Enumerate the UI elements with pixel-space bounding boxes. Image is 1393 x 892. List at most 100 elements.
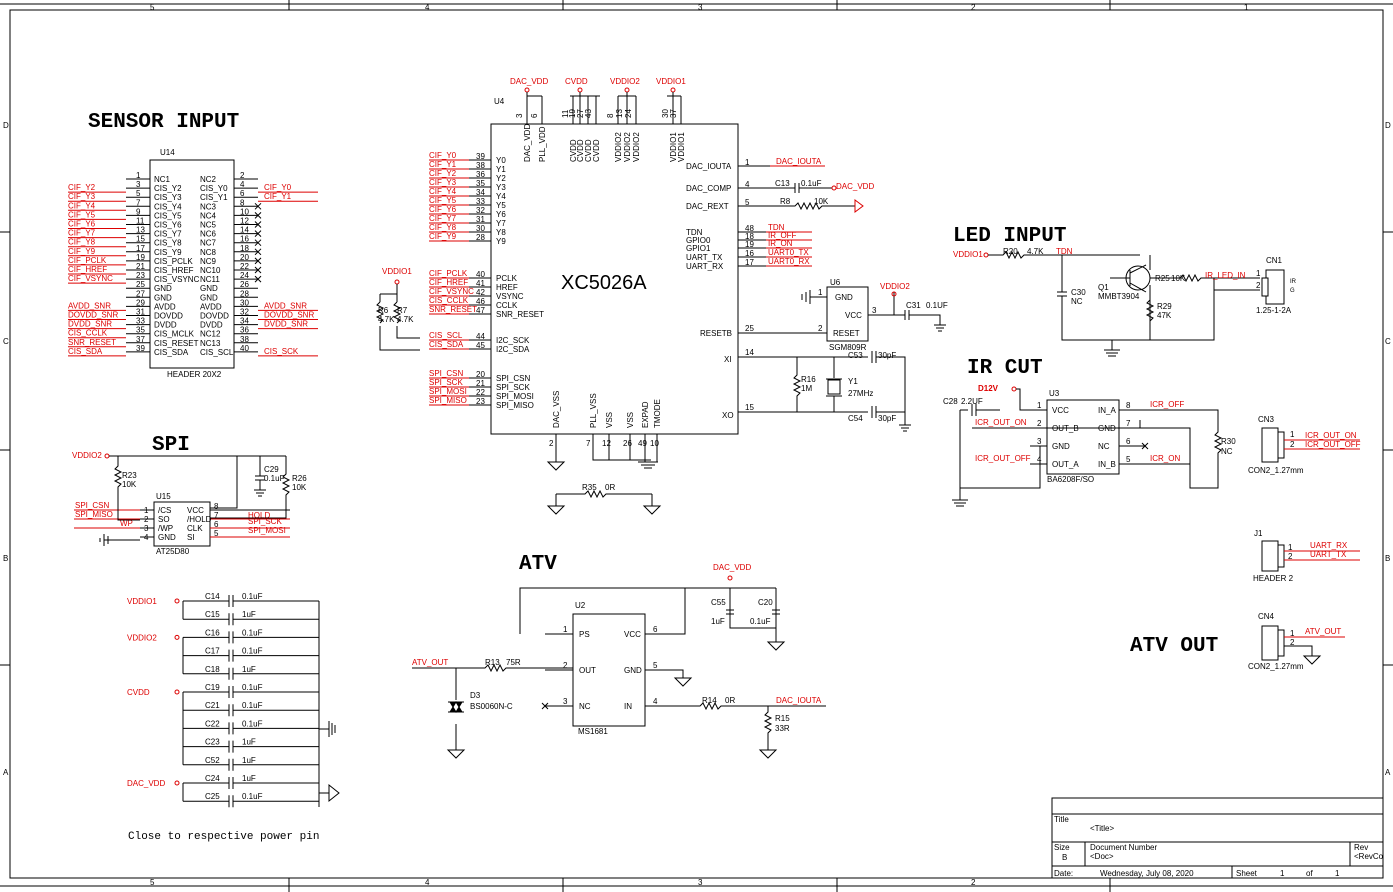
cap-ref: C19 xyxy=(205,683,220,692)
c13-val: 0.1uF xyxy=(801,179,822,188)
r13-ref: R13 xyxy=(485,658,500,667)
u14-left-net-label: CIF_HREF xyxy=(68,265,107,274)
net-dac-iouta: DAC_IOUTA xyxy=(776,157,822,166)
u4-left-pin-name: Y2 xyxy=(496,174,506,183)
u2-right-pin-num: 4 xyxy=(653,697,658,706)
u14-left-pin-num: 29 xyxy=(136,298,145,307)
u15-right-pin-num: 8 xyxy=(214,502,219,511)
u14-nc-mark xyxy=(254,221,262,228)
u4-name: XC5026A xyxy=(561,272,647,294)
tb-title-label: Title xyxy=(1054,815,1069,824)
u14-left-pin-name: CIS_Y6 xyxy=(154,221,182,230)
u4-left-pin-name: VSYNC xyxy=(496,292,524,301)
u4-left-net-label: CIF_VSYNC xyxy=(429,287,474,296)
r23-ref: R23 xyxy=(122,471,137,480)
title-atv: ATV xyxy=(519,553,557,576)
u4-xi-pin: 14 xyxy=(745,348,754,357)
u4-resetb-pin: 25 xyxy=(745,324,754,333)
u4-left-net-label: CIS_SCL xyxy=(429,331,463,340)
r20-val: 4.7K xyxy=(1027,247,1044,256)
u14-left-pin-name: AVDD xyxy=(154,302,176,311)
cap-value: 1uF xyxy=(242,665,256,674)
u14-left-pin-num: 3 xyxy=(136,180,141,189)
u15-left-net-label: SPI_MISO xyxy=(75,510,113,519)
u2-left-pin-num: 3 xyxy=(563,697,568,706)
u4-bottom-pin-name: VSS xyxy=(626,412,635,428)
u15-left-pin-name: SO xyxy=(158,515,170,524)
u4-right-pin-num: 18 xyxy=(745,232,754,241)
cap-ref: C21 xyxy=(205,701,220,710)
u4-left-pin-num: 46 xyxy=(476,297,485,306)
tb-docnum-label: Document Number xyxy=(1090,843,1157,852)
net-dac-iouta-atv: DAC_IOUTA xyxy=(776,696,822,705)
u14-right-pin-num: 26 xyxy=(240,280,249,289)
u4-left-pin-name: Y8 xyxy=(496,228,506,237)
r35-val: 0R xyxy=(605,483,615,492)
u4-xo-name: XO xyxy=(722,411,734,420)
u4-bottom-pin-name: TMODE xyxy=(653,399,662,428)
net-cn3-off: ICR_OUT_OFF xyxy=(1305,440,1361,449)
r30-val: NC xyxy=(1221,447,1233,456)
col-label-4-bottom: 4 xyxy=(425,878,430,887)
u14-right-pin-num: 30 xyxy=(240,298,249,307)
u3-right-pin-num: 7 xyxy=(1126,419,1131,428)
cn3-pin1: 1 xyxy=(1290,430,1295,439)
cn4-ref: CN4 xyxy=(1258,612,1275,621)
net-icr-out-on: ICR_OUT_ON xyxy=(975,418,1027,427)
net-icr-off: ICR_OFF xyxy=(1150,400,1184,409)
u4-right-net-label: IR_OFF xyxy=(768,231,797,240)
row-label-a: A xyxy=(3,768,9,777)
u4-top-pin-name: VDDIO1 xyxy=(677,132,686,162)
r15-val: 33R xyxy=(775,724,790,733)
u4-left-pin-name: I2C_SDA xyxy=(496,345,530,354)
u3-left-pin-num: 3 xyxy=(1037,437,1042,446)
cap-value: 0.1uF xyxy=(242,719,263,728)
u4-left-pin-name: Y1 xyxy=(496,165,506,174)
u4-left-net-label: CIF_Y9 xyxy=(429,232,457,241)
u14-left-pin-num: 15 xyxy=(136,235,145,244)
u4-top-pin-name: CVDD xyxy=(592,139,601,162)
cn1-part: 1.25-1-2A xyxy=(1256,306,1292,315)
u15-right-pin-name: /HOLD xyxy=(187,515,212,524)
u14-left-pin-name: CIS_Y3 xyxy=(154,193,182,202)
u4-bottom-pin-num: 12 xyxy=(602,439,611,448)
y1-ref: Y1 xyxy=(848,377,858,386)
row-label-c: C xyxy=(3,337,9,346)
u4-top-pin-num: 6 xyxy=(530,113,539,118)
u3-left-pin-num: 2 xyxy=(1037,419,1042,428)
u4-left-net-label: CIS_SDA xyxy=(429,340,464,349)
u14-right-net-label: DOVDD_SNR xyxy=(264,311,314,320)
u15-right-pin-name: CLK xyxy=(187,524,203,533)
u4-top-pin-num: 19 xyxy=(568,109,577,118)
cap-group-net-label: CVDD xyxy=(127,688,150,697)
u4-xo-pin: 15 xyxy=(745,403,754,412)
cn4-pin1: 1 xyxy=(1290,629,1295,638)
u4-right-pin-num: 1 xyxy=(745,158,750,167)
u14-nc-mark xyxy=(254,257,262,265)
c30-ref: C30 xyxy=(1071,288,1086,297)
u14-right-pin-name: NC9 xyxy=(200,257,217,266)
r6-ref: R6 xyxy=(378,306,389,315)
u14-left-pin-num: 13 xyxy=(136,226,145,235)
u14-right-pin-name: NC2 xyxy=(200,175,217,184)
col-label-5-bottom: 5 xyxy=(150,878,155,887)
u4-top-pin-num: 27 xyxy=(576,109,585,118)
u2-left-pin-name: OUT xyxy=(579,666,596,675)
u6-part: SGM809R xyxy=(829,343,867,352)
u14-right-pin-num: 34 xyxy=(240,317,249,326)
c29-val: 0.1uF xyxy=(264,474,285,483)
col-label-5: 5 xyxy=(150,3,155,12)
u14-left-net-label: CIF_Y6 xyxy=(68,220,96,229)
u4-left-pin-num: 23 xyxy=(476,397,485,406)
u14-left-pin-name: CIS_Y4 xyxy=(154,202,182,211)
tb-rev-value: <RevCo xyxy=(1354,852,1384,861)
u4-right-pin-name: UART_RX xyxy=(686,262,724,271)
u4-top-pin-num: 8 xyxy=(606,113,615,118)
r26-val: 10K xyxy=(292,483,307,492)
u4-right-net-label: UART0_RX xyxy=(768,257,810,266)
tb-sheet-value: 1 xyxy=(1280,869,1285,878)
u14-left-pin-name: CIS_PCLK xyxy=(154,257,193,266)
u4-bottom-pin-num: 10 xyxy=(650,439,659,448)
